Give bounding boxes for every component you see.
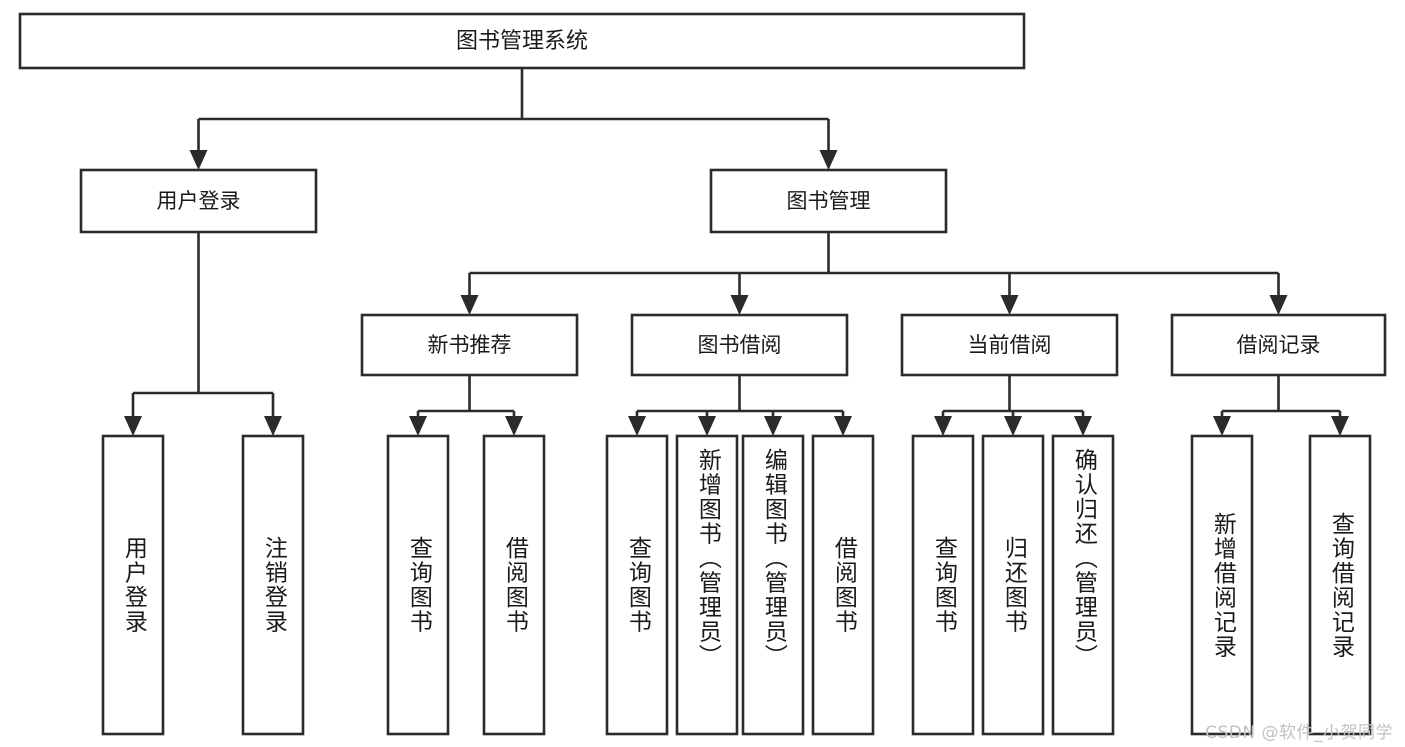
level2-node-0[interactable]: 用户登录 bbox=[79, 168, 318, 234]
leaf-node-2-box[interactable] bbox=[386, 434, 450, 736]
book-mgmt-to-level3-arrow-3 bbox=[1269, 295, 1288, 315]
level3-node-0[interactable]: 新书推荐 bbox=[360, 313, 579, 377]
leaf-node-3-box[interactable] bbox=[482, 434, 546, 736]
level3-1-to-leaves-arrow-1 bbox=[698, 416, 716, 436]
leaf-node-7-box[interactable] bbox=[811, 434, 875, 736]
book-mgmt-to-level3-arrow-2 bbox=[1000, 295, 1019, 315]
level3-0-to-leaves-arrow-0 bbox=[409, 416, 427, 436]
connector-layer bbox=[124, 68, 1349, 436]
leaf-node-11-box[interactable] bbox=[1190, 434, 1254, 736]
level3-2-to-leaves-arrow-2 bbox=[1074, 416, 1092, 436]
level3-node-3-box[interactable] bbox=[1170, 313, 1387, 377]
root-to-level2-arrow-0 bbox=[189, 150, 208, 170]
leaf-node-8-box[interactable] bbox=[911, 434, 975, 736]
level3-1-to-leaves-arrow-2 bbox=[764, 416, 782, 436]
leaf-node-12-box[interactable] bbox=[1308, 434, 1372, 736]
leaf-node-0-box[interactable] bbox=[101, 434, 165, 736]
leaf-node-1-box[interactable] bbox=[241, 434, 305, 736]
leaf-node-6-box[interactable] bbox=[741, 434, 805, 736]
leaf-node-5-box[interactable] bbox=[675, 434, 739, 736]
level3-node-3[interactable]: 借阅记录 bbox=[1170, 313, 1387, 377]
leaf-node-4-box[interactable] bbox=[605, 434, 669, 736]
root-node-book-management-system-box[interactable] bbox=[18, 12, 1026, 70]
level3-node-2-box[interactable] bbox=[900, 313, 1119, 377]
level2-node-0-box[interactable] bbox=[79, 168, 318, 234]
level3-3-to-leaves-arrow-1 bbox=[1331, 416, 1349, 436]
level3-node-2[interactable]: 当前借阅 bbox=[900, 313, 1119, 377]
level3-node-2-label: 当前借阅 bbox=[968, 333, 1052, 357]
user-login-to-leaves-arrow-1 bbox=[264, 416, 282, 436]
book-mgmt-to-level3-arrow-0 bbox=[460, 295, 479, 315]
level2-node-1-label: 图书管理 bbox=[787, 189, 871, 213]
level2-node-1-box[interactable] bbox=[709, 168, 948, 234]
root-node-book-management-system-label: 图书管理系统 bbox=[456, 29, 588, 54]
root-to-level2-arrow-1 bbox=[819, 150, 838, 170]
level3-node-1[interactable]: 图书借阅 bbox=[630, 313, 849, 377]
level2-node-1[interactable]: 图书管理 bbox=[709, 168, 948, 234]
level2-node-0-label: 用户登录 bbox=[157, 189, 241, 213]
level3-0-to-leaves-arrow-1 bbox=[505, 416, 523, 436]
level3-1-to-leaves-arrow-0 bbox=[628, 416, 646, 436]
leaf-node-10-box[interactable] bbox=[1051, 434, 1115, 736]
level3-node-3-label: 借阅记录 bbox=[1237, 333, 1321, 357]
leaf-node-9-box[interactable] bbox=[981, 434, 1045, 736]
level3-node-1-label: 图书借阅 bbox=[698, 333, 782, 357]
level3-2-to-leaves-arrow-0 bbox=[934, 416, 952, 436]
level3-node-0-box[interactable] bbox=[360, 313, 579, 377]
root-node-book-management-system[interactable]: 图书管理系统 bbox=[18, 12, 1026, 70]
level3-node-1-box[interactable] bbox=[630, 313, 849, 377]
level3-node-0-label: 新书推荐 bbox=[428, 333, 512, 357]
book-mgmt-to-level3-arrow-1 bbox=[730, 295, 749, 315]
csdn-watermark: CSDN @软件_小贺同学 bbox=[1205, 723, 1393, 743]
level3-2-to-leaves-arrow-1 bbox=[1004, 416, 1022, 436]
level3-1-to-leaves-arrow-3 bbox=[834, 416, 852, 436]
user-login-to-leaves-arrow-0 bbox=[124, 416, 142, 436]
level3-3-to-leaves-arrow-0 bbox=[1213, 416, 1231, 436]
